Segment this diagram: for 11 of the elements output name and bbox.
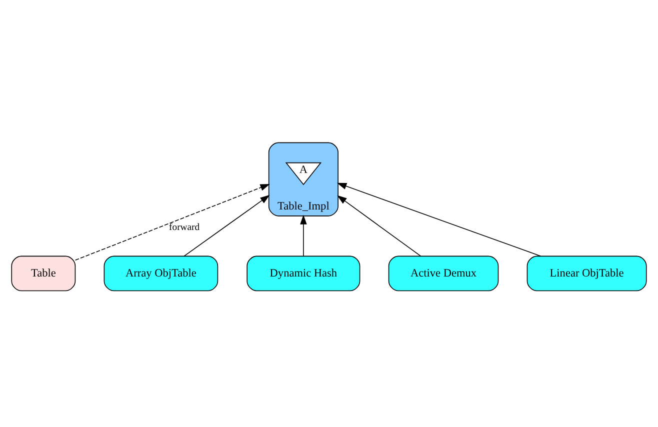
arrow (184, 194, 270, 256)
node-box: Table (11, 256, 76, 292)
arrow (336, 182, 542, 256)
node-box: Dynamic Hash (246, 256, 360, 292)
node-box: Array ObjTable (104, 256, 218, 292)
edge-label: forward (169, 222, 200, 234)
arrow (337, 195, 422, 256)
arrow (74, 184, 270, 261)
node-box: Linear ObjTable (526, 256, 647, 292)
node-box: Active Demux (388, 256, 499, 292)
arrow (300, 214, 307, 256)
